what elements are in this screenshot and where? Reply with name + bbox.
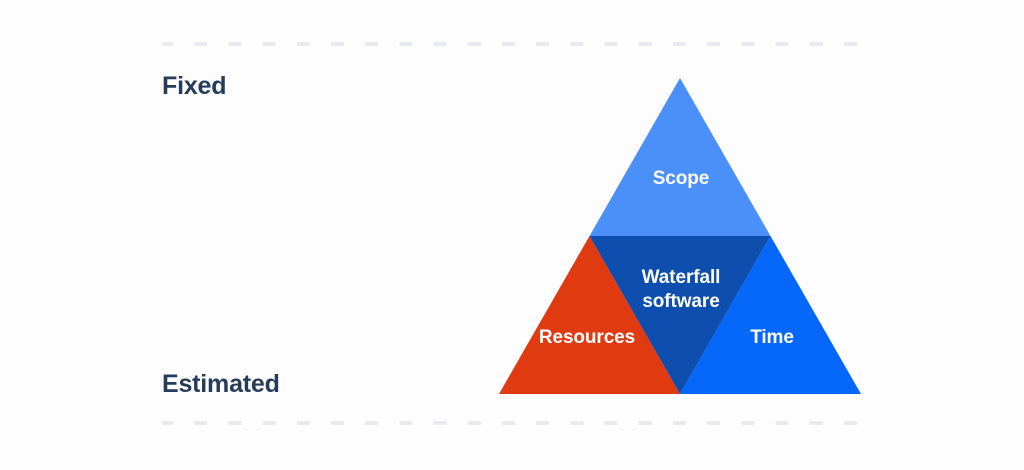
axis-caption-estimated: Estimated (162, 370, 280, 398)
segment-center-label-line1: Waterfall (642, 267, 721, 288)
segment-scope-shape[interactable] (589, 78, 771, 236)
segment-resources-shape[interactable] (499, 236, 680, 394)
segment-time-shape[interactable] (680, 236, 861, 394)
segment-time-label: Time (750, 327, 794, 348)
segment-center-label-line2: software (642, 291, 719, 312)
segment-center-shape[interactable] (589, 236, 771, 394)
segment-resources-label: Resources (539, 327, 635, 348)
dashed-guide-line-bottom (162, 421, 866, 425)
dashed-guide-line-top (162, 42, 866, 46)
axis-caption-fixed: Fixed (162, 72, 227, 100)
segment-scope-label: Scope (653, 168, 710, 189)
